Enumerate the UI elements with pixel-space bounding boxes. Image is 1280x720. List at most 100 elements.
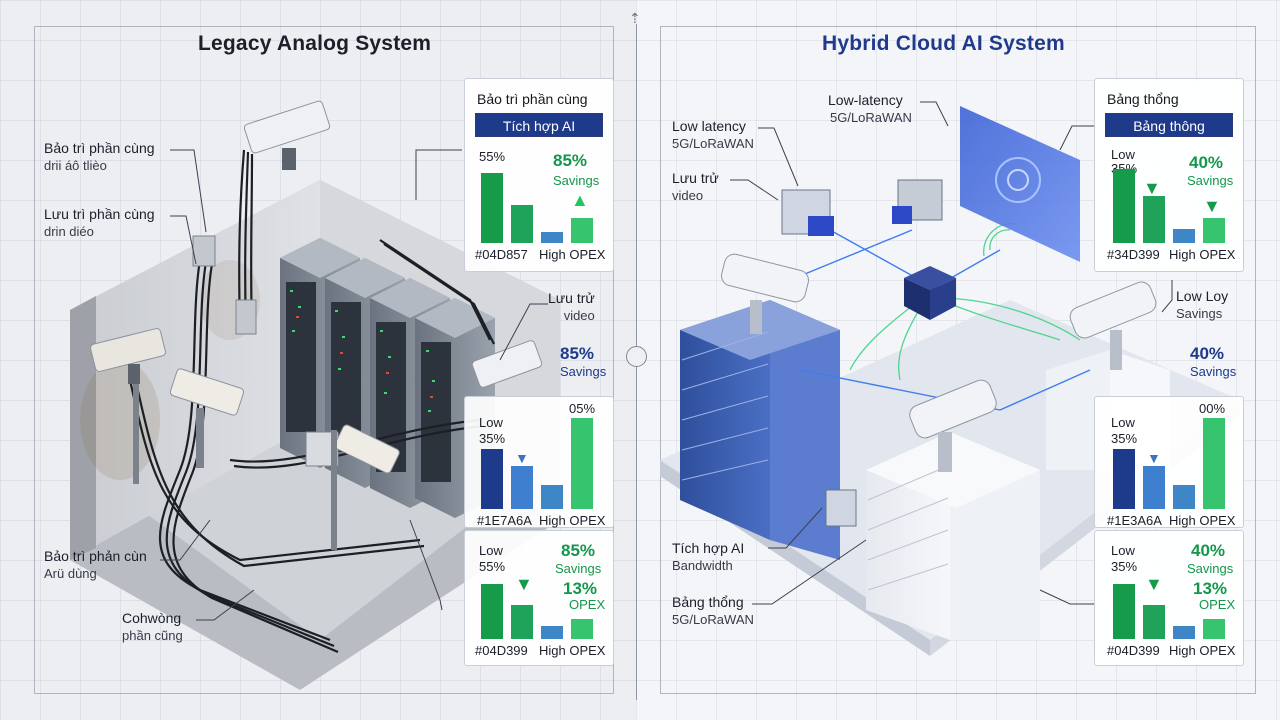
cloud-panel-top: Bảng thổng Bảng thông Low 35% 40% Saving… bbox=[1094, 78, 1244, 272]
cloud-panel-mid-foot-right: High OPEX bbox=[1169, 513, 1236, 528]
legacy-callout-4-title: Cohwòng bbox=[122, 610, 182, 626]
legacy-bottom-bar-1 bbox=[481, 584, 503, 639]
legacy-top-bar-3 bbox=[541, 232, 563, 243]
legacy-mid-savings-value: 85% bbox=[560, 344, 595, 363]
cloud-callout-5-sub: 5G/LoRaWAN bbox=[672, 612, 754, 627]
cloud-callout-5-title: Bảng thổng bbox=[672, 594, 744, 610]
arrow-down-icon: ▼ bbox=[1145, 574, 1163, 594]
stain-1 bbox=[80, 360, 160, 480]
cloud-callout-6-sub: Savings bbox=[1176, 306, 1223, 321]
cloud-bandwidth-button[interactable]: Bảng thông bbox=[1105, 113, 1233, 137]
legacy-panel-top: Bảo trì phần cùng Tích hợp AI 55% 85% Sa… bbox=[464, 78, 614, 272]
cloud-panel-top-title: Bảng thổng bbox=[1107, 91, 1179, 107]
arrow-up-icon: ▲ bbox=[571, 190, 589, 210]
legacy-callout-1-sub: drii áô tlièo bbox=[44, 158, 107, 173]
legacy-panel-top-foot-left: #04D857 bbox=[475, 247, 528, 262]
cloud-panel-bottom-foot-right: High OPEX bbox=[1169, 643, 1236, 658]
cloud-bottom-bar-3 bbox=[1173, 626, 1195, 639]
cloud-mid-savings-value: 40% bbox=[1190, 344, 1225, 363]
cloud-bottom-bar-1 bbox=[1113, 584, 1135, 639]
legacy-callout-3-title: Bảo trì phản cùn bbox=[44, 548, 147, 564]
legacy-panel-bottom-value-label: Savings bbox=[555, 561, 602, 576]
cloud-callout-4: Tích hợp AI Bandwidth bbox=[672, 540, 744, 574]
legacy-callout-3-sub: Arü dùng bbox=[44, 566, 97, 581]
legacy-panel-top-value: 85% bbox=[553, 151, 588, 170]
cloud-mid-bar-1 bbox=[1113, 449, 1135, 509]
cloud-callout-3-title: Lưu trử bbox=[672, 170, 719, 186]
legacy-panel-bottom-value: 85% bbox=[561, 541, 596, 560]
legacy-callout-3: Bảo trì phản cùn Arü dùng bbox=[44, 548, 147, 582]
legacy-callout-1: Bảo trì phần cùng drii áô tlièo bbox=[44, 140, 155, 174]
divider-marker-icon bbox=[626, 346, 647, 367]
cloud-callout-2-sub: 5G/LoRaWAN bbox=[672, 136, 754, 151]
legacy-callout-2-sub: drin diéo bbox=[44, 224, 94, 239]
cloud-panel-top-foot-left: #34D399 bbox=[1107, 247, 1160, 262]
legacy-panel-bottom: Low 55% 85% Savings 13% OPEX ▼ #04D399 H… bbox=[464, 530, 614, 666]
cloud-callout-2: Low latency 5G/LoRaWAN bbox=[672, 118, 754, 152]
legacy-panel-mid-pct-right: 05% bbox=[569, 401, 596, 416]
legacy-storage-sub: video bbox=[563, 308, 595, 323]
legacy-callout-2-title: Lưu trì phần cùng bbox=[44, 206, 155, 222]
cloud-top-bar-1 bbox=[1113, 169, 1135, 243]
cloud-mid-bar-3 bbox=[1173, 485, 1195, 509]
legacy-frame bbox=[34, 26, 614, 694]
cloud-bottom-bar-4 bbox=[1203, 619, 1225, 639]
legacy-callout-2: Lưu trì phần cùng drin diéo bbox=[44, 206, 155, 240]
cloud-callout-1-sub: 5G/LoRaWAN bbox=[830, 110, 912, 125]
left-wall bbox=[70, 180, 320, 560]
cloud-panel-bottom-low: Low bbox=[1111, 543, 1135, 558]
cloud-mid-bar-4 bbox=[1203, 418, 1225, 509]
legacy-ai-integration-button[interactable]: Tích hợp AI bbox=[475, 113, 603, 137]
cloud-callout-6: Low Loy Savings bbox=[1176, 288, 1228, 322]
legacy-panel-bottom-foot-left: #04D399 bbox=[475, 643, 528, 658]
legacy-panel-bottom-pct-left: 55% bbox=[479, 559, 506, 574]
cloud-panel-top-low: Low bbox=[1111, 147, 1135, 162]
legacy-top-bar-2 bbox=[511, 205, 533, 243]
legacy-storage-title: Lưu trử bbox=[548, 290, 595, 306]
junction-box-2 bbox=[235, 299, 257, 335]
cloud-panel-top-value: 40% bbox=[1189, 153, 1224, 172]
legacy-bottom-bar-2 bbox=[511, 605, 533, 639]
legacy-panel-mid-foot-right: High OPEX bbox=[539, 513, 606, 528]
arrow-down-icon: ▼ bbox=[1203, 196, 1221, 216]
cloud-panel-bottom: Low 35% 40% Savings 13% OPEX ▼ #04D399 H… bbox=[1094, 530, 1244, 666]
legacy-panel-mid-foot-left: #1E7A6A bbox=[477, 513, 532, 528]
cloud-mid-savings-label: Savings bbox=[1190, 364, 1237, 379]
legacy-panel-mid: Low 35% 05% ▼ #1E7A6A High OPEX bbox=[464, 396, 614, 528]
cloud-mid-bar-2 bbox=[1143, 466, 1165, 509]
legacy-callout-1-title: Bảo trì phần cùng bbox=[44, 140, 155, 156]
legacy-mid-bar-2 bbox=[511, 466, 533, 509]
cloud-panel-mid-pct-left: 35% bbox=[1111, 431, 1138, 446]
legacy-leader-lines bbox=[160, 149, 548, 621]
legacy-bottom-bar-4 bbox=[571, 619, 593, 639]
legacy-panel-top-tag: 55% bbox=[479, 149, 506, 164]
cloud-mid-savings: 40% Savings bbox=[1190, 344, 1236, 379]
cloud-callout-6-title: Low Loy bbox=[1176, 288, 1229, 304]
legacy-panel-mid-pct-left: 35% bbox=[479, 431, 506, 446]
legacy-storage-label: Lưu trử video bbox=[548, 290, 595, 324]
cloud-panel-bottom-foot-left: #04D399 bbox=[1107, 643, 1160, 658]
legacy-panel-bottom-low: Low bbox=[479, 543, 503, 558]
cloud-callout-4-title: Tích hợp AI bbox=[672, 540, 745, 556]
cloud-callout-1: Low-latency 5G/LoRaWAN bbox=[828, 92, 912, 126]
cloud-panel-top-foot-right: High OPEX bbox=[1169, 247, 1236, 262]
legacy-camera-left bbox=[90, 328, 166, 484]
legacy-mid-bar-1 bbox=[481, 449, 503, 509]
legacy-title: Legacy Analog System bbox=[198, 32, 432, 55]
cloud-top-bar-3 bbox=[1173, 229, 1195, 243]
cloud-callout-5: Bảng thổng 5G/LoRaWAN bbox=[672, 594, 754, 628]
legacy-camera-center bbox=[331, 424, 400, 550]
legacy-mid-savings: 85% Savings bbox=[560, 344, 606, 379]
cloud-panel-bottom-value: 40% bbox=[1191, 541, 1226, 560]
legacy-panel-mid-low: Low bbox=[479, 415, 503, 430]
cloud-panel-bottom-pct-left: 35% bbox=[1111, 559, 1138, 574]
legacy-camera-right bbox=[471, 340, 543, 388]
cloud-callout-4-sub: Bandwidth bbox=[672, 558, 733, 573]
legacy-panel-top-foot-right: High OPEX bbox=[539, 247, 606, 262]
cloud-callout-3-sub: video bbox=[672, 188, 704, 203]
legacy-top-bar-4 bbox=[571, 218, 593, 243]
cloud-callout-3: Lưu trử video bbox=[672, 170, 719, 204]
arrow-down-icon: ▼ bbox=[515, 450, 529, 466]
legacy-camera-top bbox=[243, 100, 331, 170]
legacy-bottom-bar-3 bbox=[541, 626, 563, 639]
